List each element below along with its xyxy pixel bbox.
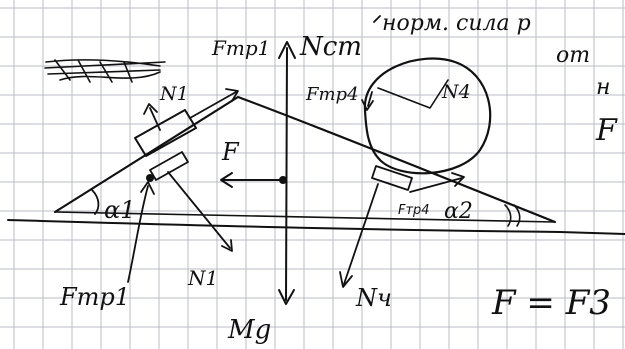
annotation-tick: [373, 15, 381, 23]
n1-down-line: [167, 171, 231, 249]
label-ftr4-bottom: Fтр4: [398, 203, 430, 218]
n1-down-arrowhead: [221, 239, 233, 252]
wedge-outline: [53, 95, 557, 224]
vertical-axis: [285, 47, 288, 301]
right-pad: [371, 165, 413, 191]
left-block: [134, 109, 197, 157]
label-n1-bottom: N1: [187, 266, 218, 290]
ftr4-bottom-line: [409, 177, 463, 193]
crossed-out-scribble: [44, 59, 166, 83]
ftr4-left-arrowhead: [361, 99, 374, 111]
ftr4-bottom-arrowhead: [451, 172, 465, 187]
n4-down-line: [343, 183, 379, 285]
annotation-line-1: норм. сила р: [382, 11, 531, 36]
arrowhead-down: [278, 289, 295, 305]
label-n1-top: N1: [159, 83, 189, 105]
center-point: [279, 176, 287, 184]
label-ftr1-bottom: Fтр1: [59, 283, 130, 311]
n1-up-line: [149, 107, 161, 131]
label-ftr1-top: Fтр1: [211, 36, 270, 60]
ftr1-arrowhead: [225, 88, 239, 102]
cylinder-circle: [363, 57, 492, 175]
ftr4-left-line: [367, 91, 373, 107]
contact-point-1: [146, 174, 154, 182]
angle-arc-1: [91, 189, 100, 215]
label-n4-circle: N4: [441, 81, 471, 103]
arrowhead-up: [278, 41, 296, 59]
label-alpha1: α1: [104, 196, 135, 224]
label-mg: Mg: [227, 315, 271, 345]
label-n-st: Nст: [299, 32, 362, 62]
label-ftr4-left: Fтр4: [305, 84, 359, 105]
wedge-base: [54, 211, 556, 223]
label-f-center: F: [221, 138, 240, 166]
annotation-line-3: н: [596, 75, 611, 100]
force-f-arrowhead: [220, 172, 233, 188]
left-pad: [149, 151, 189, 181]
n1-up-arrowhead: [143, 103, 158, 115]
ftr1-pointer-curve: [127, 185, 149, 283]
label-n4-bottom: Nч: [355, 284, 392, 312]
ground-line: [7, 219, 625, 235]
ftr1-arrow-line: [189, 91, 237, 119]
ftr1-pointer-arrowhead: [140, 181, 155, 195]
label-right-edge-f: F: [595, 113, 618, 148]
label-alpha2: α2: [444, 199, 473, 224]
n4-down-arrowhead: [339, 271, 353, 288]
equation-f-equals-f3: F = F3: [491, 283, 611, 323]
circle-radius-lines: [377, 79, 449, 109]
annotation-line-2: от: [556, 43, 590, 68]
angle-arc-2: [504, 204, 521, 227]
